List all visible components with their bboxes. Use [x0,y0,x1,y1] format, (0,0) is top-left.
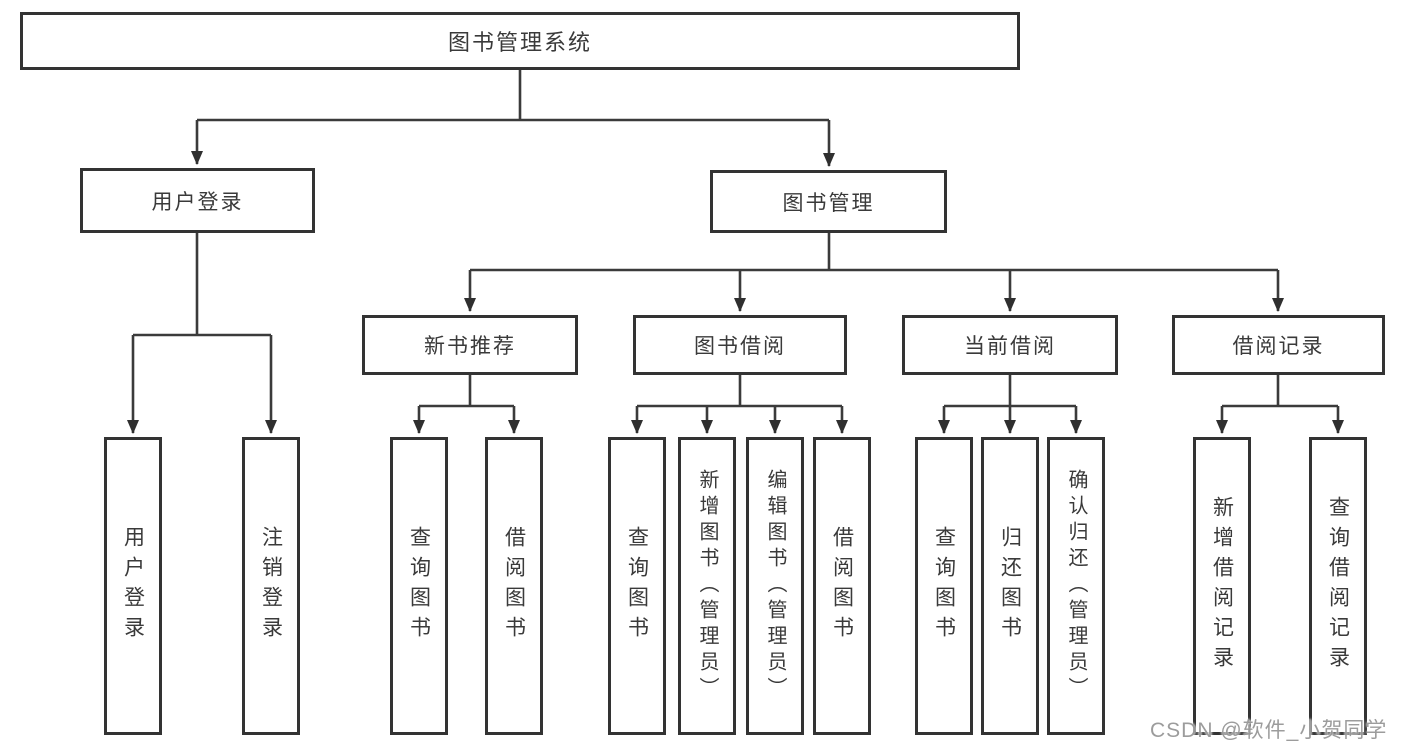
leaf-borrow-books: 借阅图书 [813,437,871,735]
leaf-query-books-borrow: 查询图书 [608,437,666,735]
leaf-query-books-current: 查询图书 [915,437,973,735]
node-current-borrow: 当前借阅 [902,315,1118,375]
leaf-logout: 注销登录 [242,437,300,735]
leaf-query-borrow-record: 查询借阅记录 [1309,437,1367,735]
leaf-query-books-recommend: 查询图书 [390,437,448,735]
leaf-borrow-books-recommend: 借阅图书 [485,437,543,735]
node-new-book-recommend: 新书推荐 [362,315,578,375]
leaf-user-login: 用户登录 [104,437,162,735]
node-user-login: 用户登录 [80,168,315,233]
leaf-return-books: 归还图书 [981,437,1039,735]
leaf-confirm-return-admin: 确认归还（管理员） [1047,437,1105,735]
node-book-borrow: 图书借阅 [633,315,847,375]
leaf-add-books-admin: 新增图书（管理员） [678,437,736,735]
csdn-watermark: CSDN @软件_小贺同学 [1150,719,1388,742]
node-book-management: 图书管理 [710,170,947,233]
node-borrow-records: 借阅记录 [1172,315,1385,375]
leaf-add-borrow-record: 新增借阅记录 [1193,437,1251,735]
node-library-system: 图书管理系统 [20,12,1020,70]
leaf-edit-books-admin: 编辑图书（管理员） [746,437,804,735]
